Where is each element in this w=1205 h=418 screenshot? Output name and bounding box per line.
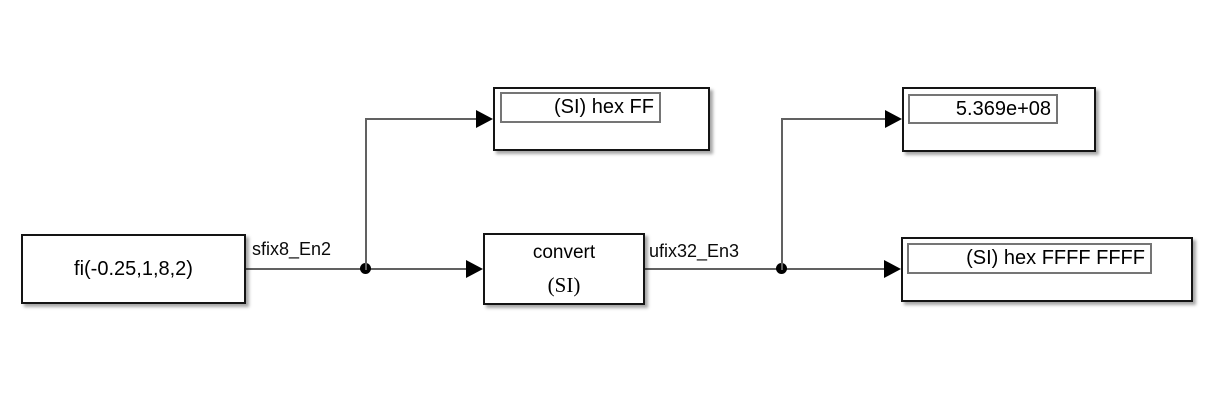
display-block-hex-word[interactable]: (SI) hex FFFF FFFF (901, 237, 1193, 302)
wire-branch-to-decimal-display[interactable] (781, 118, 885, 120)
data-type-conversion-block[interactable]: convert (SI) (483, 233, 645, 305)
signal-label-ufix32[interactable]: ufix32_En3 (649, 241, 740, 261)
wire-branch-to-decimal-display[interactable] (781, 119, 783, 270)
wire-arrowhead-icon (466, 260, 483, 278)
convert-block-mode-label: (SI) (547, 273, 581, 297)
display-value-frame: (SI) hex FFFF FFFF (907, 243, 1152, 274)
wire-branch-to-hex-display[interactable] (365, 118, 367, 270)
display-value-frame: 5.369e+08 (908, 94, 1058, 124)
convert-block-label: convert (532, 242, 596, 263)
display-value: (SI) hex FFFF FFFF (966, 247, 1145, 269)
wire-arrowhead-icon (476, 110, 493, 128)
display-block-decimal[interactable]: 5.369e+08 (902, 87, 1096, 152)
wire-convert-to-hex-word-display[interactable] (645, 268, 885, 270)
display-value: 5.369e+08 (955, 97, 1051, 120)
constant-block[interactable]: fi(-0.25,1,8,2) (21, 234, 246, 304)
display-value: (SI) hex FF (553, 96, 654, 118)
constant-block-label: fi(-0.25,1,8,2) (74, 257, 193, 280)
display-value-frame: (SI) hex FF (500, 92, 661, 123)
wire-branch-to-hex-display[interactable] (365, 118, 478, 120)
display-block-hex-byte[interactable]: (SI) hex FF (493, 87, 710, 151)
wire-arrowhead-icon (885, 110, 902, 128)
wire-source-to-convert[interactable] (246, 268, 467, 270)
signal-label-sfix8[interactable]: sfix8_En2 (252, 239, 332, 259)
wire-arrowhead-icon (884, 260, 901, 278)
